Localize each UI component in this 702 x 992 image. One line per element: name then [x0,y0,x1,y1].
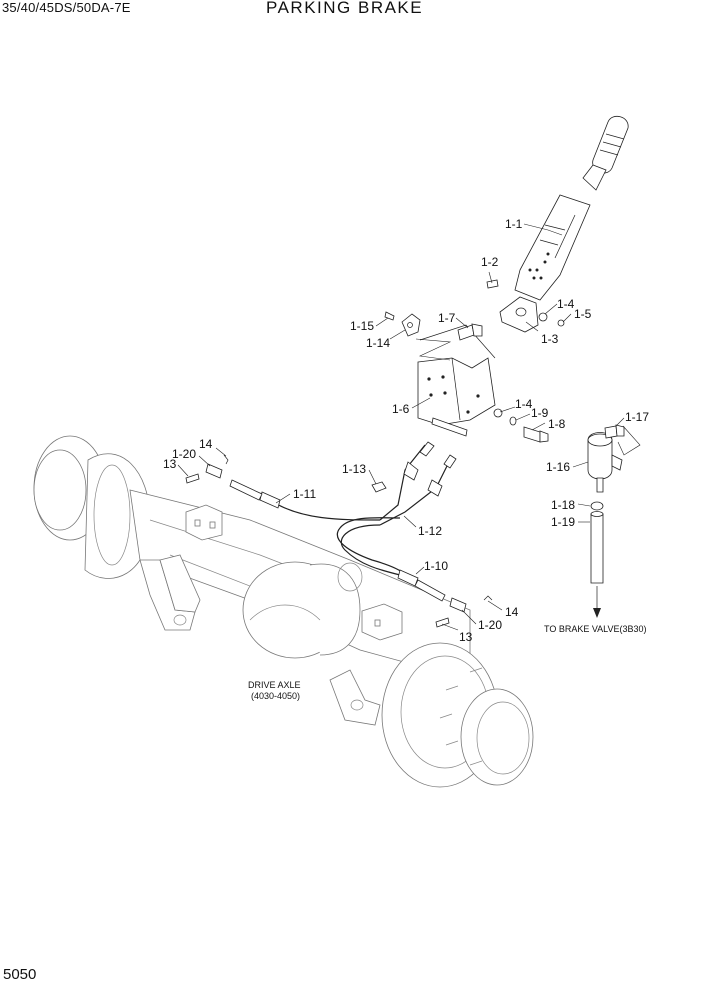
callout-1-4-lower: 1-4 [515,397,533,411]
model-code: 35/40/45DS/50DA-7E [2,0,131,15]
callout-1-12: 1-12 [418,524,442,538]
callout-1-8: 1-8 [548,417,566,431]
drive-axle-range-note: (4030-4050) [251,691,300,701]
page-number: 5050 [3,966,37,983]
callout-1-1: 1-1 [505,217,523,231]
callout-13-left: 13 [163,457,177,471]
callout-1-2: 1-2 [481,255,499,269]
callout-1-16: 1-16 [546,460,570,474]
callout-1-6: 1-6 [392,402,410,416]
callout-1-11: 1-11 [293,487,316,501]
callout-1-3: 1-3 [541,332,559,346]
brake-valve-note: TO BRAKE VALVE(3B30) [544,624,647,634]
callout-1-13: 1-13 [342,462,366,476]
callout-1-5: 1-5 [574,307,592,321]
callout-1-4-upper: 1-4 [557,297,575,311]
callout-1-19: 1-19 [551,515,575,529]
callout-1-17: 1-17 [625,410,649,424]
brake-cables [185,441,493,628]
brake-fluid-reservoir [587,424,625,618]
callout-14-right: 14 [505,605,519,619]
drive-axle-note: DRIVE AXLE [248,680,301,690]
callout-1-10: 1-10 [424,559,448,573]
callout-1-7: 1-7 [438,311,456,325]
callout-1-20-right: 1-20 [478,618,502,632]
callout-14-left: 14 [199,437,213,451]
parking-brake-lever [384,115,629,443]
page-title: PARKING BRAKE [266,0,424,17]
drive-axle [33,435,534,788]
callout-1-14: 1-14 [366,336,390,350]
leader-lines [177,223,641,631]
callout-13-right: 13 [459,630,473,644]
callout-1-9: 1-9 [531,406,549,420]
callout-1-15: 1-15 [350,319,374,333]
callout-1-20-left: 1-20 [172,447,196,461]
callout-1-18: 1-18 [551,498,575,512]
